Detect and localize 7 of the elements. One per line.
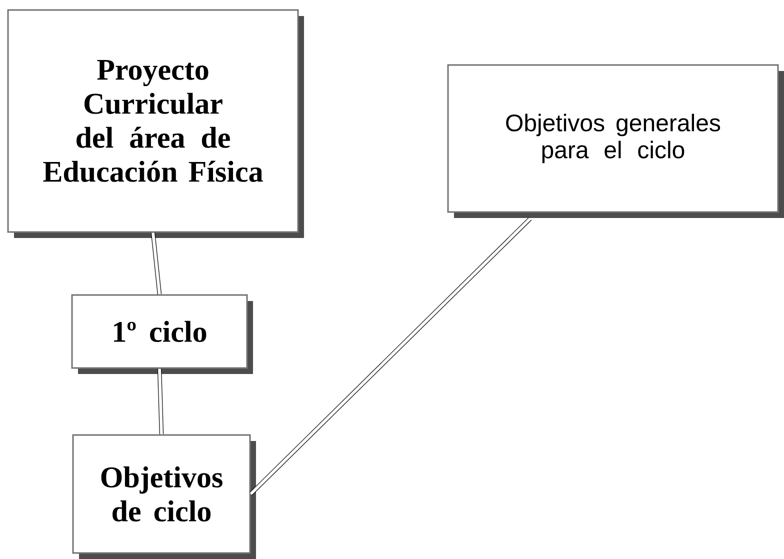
connector-line [157,368,164,434]
text-box: 1º ciclo [71,294,253,374]
connector-line [150,232,162,294]
text-box: Objetivos de ciclo [72,434,256,559]
text-box: Objetivos generales para el ciclo [447,64,784,218]
connector-line [249,217,532,496]
text-box: Proyecto Curricular del área de Educación Física [7,9,304,238]
